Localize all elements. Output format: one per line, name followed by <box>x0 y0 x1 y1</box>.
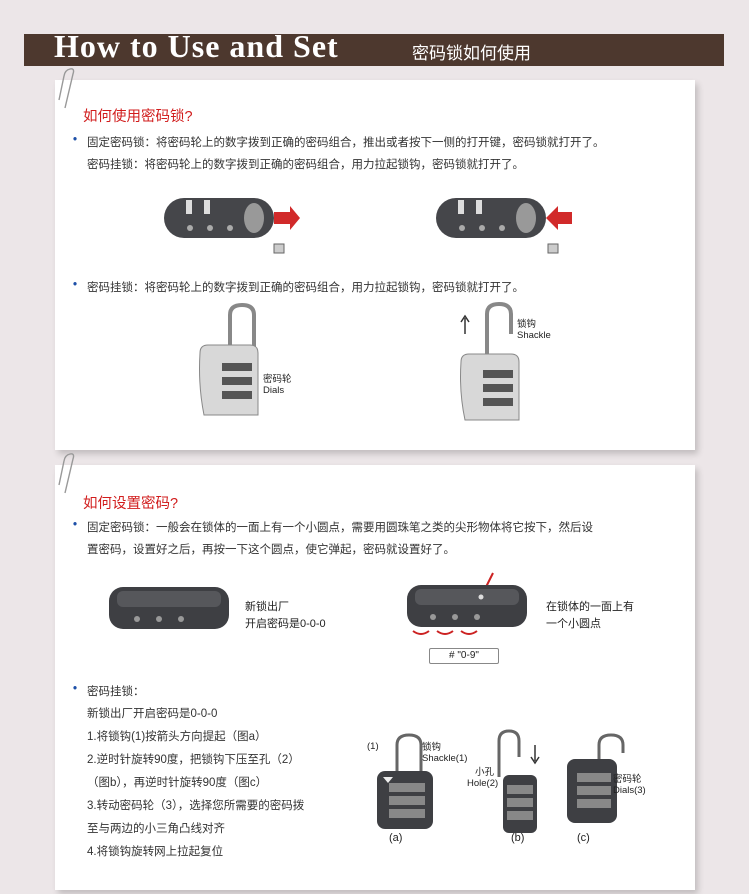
dials-label-cn: 密码轮 <box>263 374 292 385</box>
fig-c-label-en: Dials(3) <box>613 785 646 796</box>
fig-c-label-cn: 密码轮 <box>613 774 642 785</box>
factory-caption-2: 开启密码是0-0-0 <box>245 618 326 630</box>
usage-line-2: 密码挂锁：将密码轮上的数字拨到正确的密码组合，用力拉起锁钩，密码锁就打开了。 <box>87 159 524 171</box>
padlock-illustration-open <box>460 301 520 421</box>
setting-panel: 如何设置密码? • 固定密码锁：一般会在锁体的一面上有一个小圆点，需要用圆珠笔之… <box>55 453 695 890</box>
fig-a-number: (1) <box>367 741 379 752</box>
header-title: How to Use and Set <box>54 28 339 64</box>
setting-title: 如何设置密码? <box>83 496 179 512</box>
header-subtitle: 密码锁如何使用 <box>412 44 531 63</box>
step-line: （图b），再逆时针旋转90度（图c） <box>87 777 268 789</box>
fig-b-label-en: Hole(2) <box>467 778 499 789</box>
usage-line-3: 密码挂锁：将密码轮上的数字拨到正确的密码组合，用力拉起锁钩，密码锁就打开了。 <box>87 282 524 294</box>
fig-b-caption: (b) <box>511 832 525 844</box>
bullet-dot: • <box>73 683 78 695</box>
step-line: 至与两边的小三角凸线对齐 <box>87 823 225 835</box>
usage-line-1: 固定密码锁：将密码轮上的数字拨到正确的密码组合，推出或者按下一侧的打开键，密码锁… <box>87 137 605 149</box>
dials-label-en: Dials <box>263 385 285 396</box>
setting-line-2: 置密码，设置好之后，再按一下这个圆点，使它弹起，密码就设置好了。 <box>87 544 455 556</box>
padlock-figure-c <box>567 733 625 823</box>
shackle-label-en: Shackle <box>517 330 551 341</box>
fixed-lock-reset-dot-illustration <box>407 572 527 635</box>
fig-a-caption: (a) <box>389 832 403 844</box>
padlock-illustration-closed <box>199 302 259 416</box>
factory-caption-1: 新锁出厂 <box>245 601 289 613</box>
fig-c-caption: (c) <box>577 832 590 844</box>
page-header: How to Use and Set 密码锁如何使用 <box>24 28 724 66</box>
fixed-lock-illustration-open-right <box>436 198 572 254</box>
step-line: 新锁出厂开启密码是0-0-0 <box>87 708 218 720</box>
usage-title: 如何使用密码锁? <box>83 109 193 125</box>
padlock-setting-title: 密码挂锁： <box>87 686 145 698</box>
fixed-lock-illustration-open-left <box>164 198 300 254</box>
fig-a-label-cn: 锁钩 <box>422 742 442 753</box>
fig-b-label-cn: 小孔 <box>475 767 495 778</box>
step-line: 4.将锁钩旋转网上拉起复位 <box>87 846 224 858</box>
usage-panel: 如何使用密码锁? • 固定密码锁：将密码轮上的数字拨到正确的密码组合，推出或者按… <box>55 68 695 450</box>
paperclip-icon <box>58 453 75 494</box>
reset-dot-caption-2: 一个小圆点 <box>546 618 601 630</box>
step-line: 3.转动密码轮（3），选择您所需要的密码拨 <box>87 800 305 812</box>
step-line: 1.将锁钩(1)按箭头方向提起（图a） <box>87 731 267 743</box>
fixed-lock-factory-illustration <box>109 587 229 629</box>
bullet-dot: • <box>73 519 78 531</box>
paperclip-icon <box>58 68 75 109</box>
fig-a-label-en: Shackle(1) <box>422 753 468 764</box>
bullet-dot: • <box>73 134 78 146</box>
padlock-figure-b <box>497 729 540 833</box>
dial-range-tag: # "0-9" <box>429 648 499 664</box>
shackle-label-cn: 锁钩 <box>517 319 537 330</box>
bullet-dot: • <box>73 279 78 291</box>
padlock-figure-a <box>377 733 433 829</box>
setting-line-1: 固定密码锁：一般会在锁体的一面上有一个小圆点，需要用圆珠笔之类的尖形物体将它按下… <box>87 522 593 534</box>
step-line: 2.逆时针旋转90度，把锁钩下压至孔（2） <box>87 754 300 766</box>
reset-dot-caption-1: 在锁体的一面上有 <box>546 601 634 613</box>
